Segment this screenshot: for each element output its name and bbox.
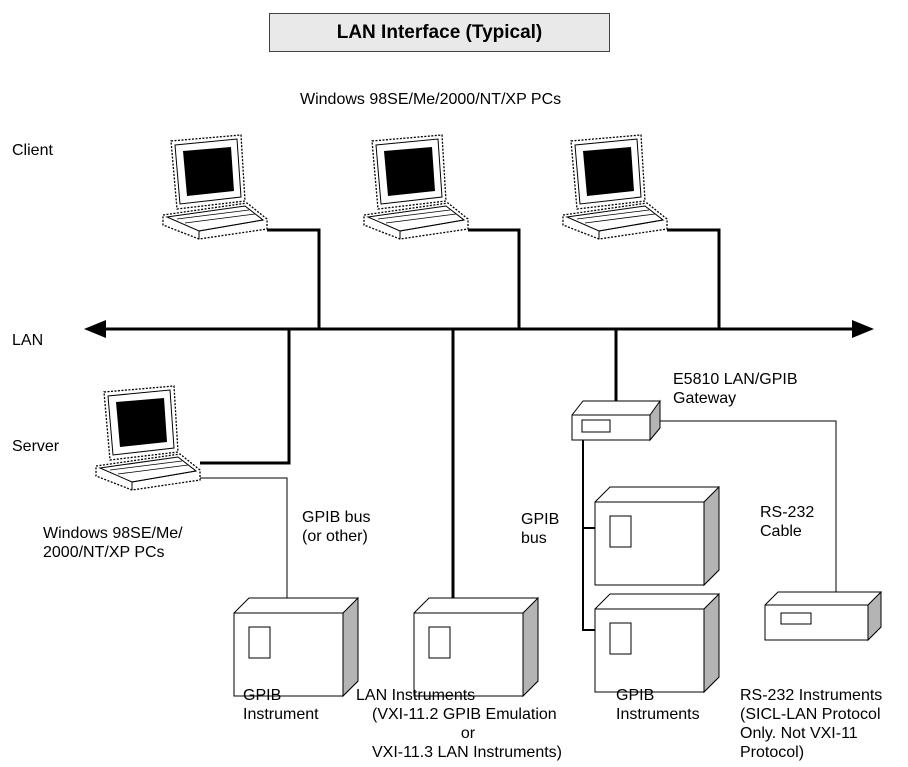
gpib-instrument (233, 597, 359, 697)
gpib-bus-other-label: GPIB bus (or other) (302, 509, 371, 545)
diagram-title: LAN Interface (Typical) (269, 13, 610, 52)
pcs-bottom-label: Windows 98SE/Me/ 2000/NT/XP PCs (43, 525, 183, 561)
rs232-cable (660, 420, 837, 598)
client-label: Client (12, 142, 53, 159)
lan-instruments-label: LAN Instruments (VXI-11.2 GPIB Emulation… (356, 687, 562, 761)
gpib-instrument-label: GPIB Instrument (243, 687, 319, 723)
gateway-label: E5810 LAN/GPIB Gateway (673, 371, 798, 407)
gateway-gpib-bus (582, 440, 595, 631)
rs232-cable-label: RS-232 Cable (760, 504, 815, 540)
lan-instrument (413, 597, 539, 697)
server-gpib-line (200, 477, 288, 598)
server-connection (200, 329, 291, 465)
server-label: Server (12, 438, 60, 455)
client-pc-2 (363, 134, 469, 240)
server-pc (95, 385, 201, 491)
rs232-instruments-label: RS-232 Instruments (SICL-LAN Protocol On… (740, 687, 883, 761)
gpib-instruments-label: GPIB Instruments (616, 687, 700, 723)
lan-label: LAN (12, 332, 44, 349)
pcs-top-label: Windows 98SE/Me/2000/NT/XP PCs (300, 91, 562, 108)
e5810-gateway (571, 399, 661, 442)
gpib-bus-label: GPIB bus (521, 511, 560, 547)
lan-backbone (84, 320, 874, 338)
rs232-instrument (764, 591, 882, 641)
gpib-instrument-upper (594, 486, 720, 586)
gpib-instrument-lower (594, 593, 720, 693)
client-connections (267, 228, 721, 329)
client-pc-1 (162, 134, 268, 240)
client-pc-3 (562, 134, 668, 240)
